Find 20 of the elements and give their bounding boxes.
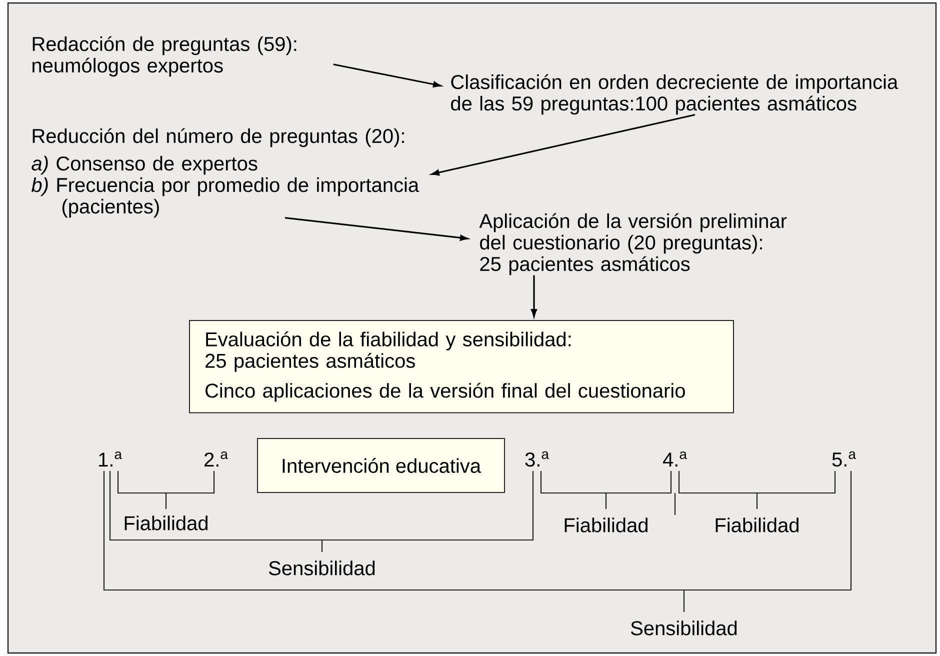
bracket-label: Sensibilidad [269, 560, 375, 576]
step-text: Clasificación en orden decreciente de importancia de las 59 preguntas:100 pacientes asmáticos [451, 74, 898, 115]
arrow [431, 114, 696, 176]
step-text: Redacción de preguntas (59): neumólogos expertos [32, 36, 296, 77]
step-text: Aplicación de la versión preliminar del cuestionario (20 preguntas): 25 pacientes asmáticos [479, 213, 787, 276]
arrow [284, 216, 468, 241]
step-text: Reducción del número de preguntas (20): a) Consenso de expertos b) Frecuencia por promedio de importancia (pacientes) [32, 128, 420, 218]
bracket-label: Fiabilidad [124, 516, 208, 530]
ordinal-label: 4.$^{a}$ [662, 451, 687, 467]
ordinal-label: 5.$^{a}$ [832, 451, 856, 467]
bracket-label: Sensibilidad [630, 620, 737, 636]
label-box: Intervención educativa [257, 438, 505, 493]
bracket-label: Fiabilidad [564, 518, 648, 532]
ordinal-label: 3.$^{a}$ [525, 451, 549, 467]
process-box: Evaluación de la fiabilidad y sensibilidad: 25 pacientes asmáticos Cinco aplicaciones de la versión final del cuestionario [189, 320, 734, 414]
arrow [531, 275, 538, 317]
ordinal-label: 1.$^{a}$ [99, 451, 122, 467]
arrow [333, 64, 442, 88]
ordinal-label: 2.$^{a}$ [204, 451, 228, 467]
bracket-label: Fiabilidad [716, 518, 798, 532]
